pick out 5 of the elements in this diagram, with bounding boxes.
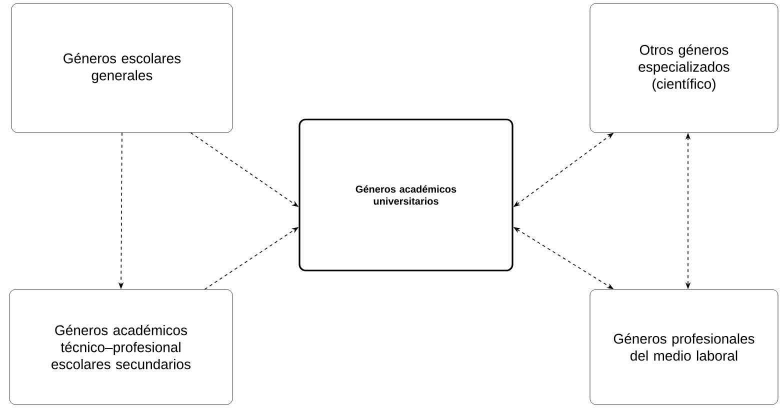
text-box: Géneros profesionales del medio laboral	[590, 289, 778, 405]
text-box: Géneros escolares generales	[11, 3, 233, 133]
text-box: Otros géneros especializados (científico)	[590, 3, 778, 133]
central-box: Géneros académicos universitarios	[298, 118, 514, 272]
text-box: Géneros académicos técnico–profesional escolares secundarios	[9, 289, 233, 405]
